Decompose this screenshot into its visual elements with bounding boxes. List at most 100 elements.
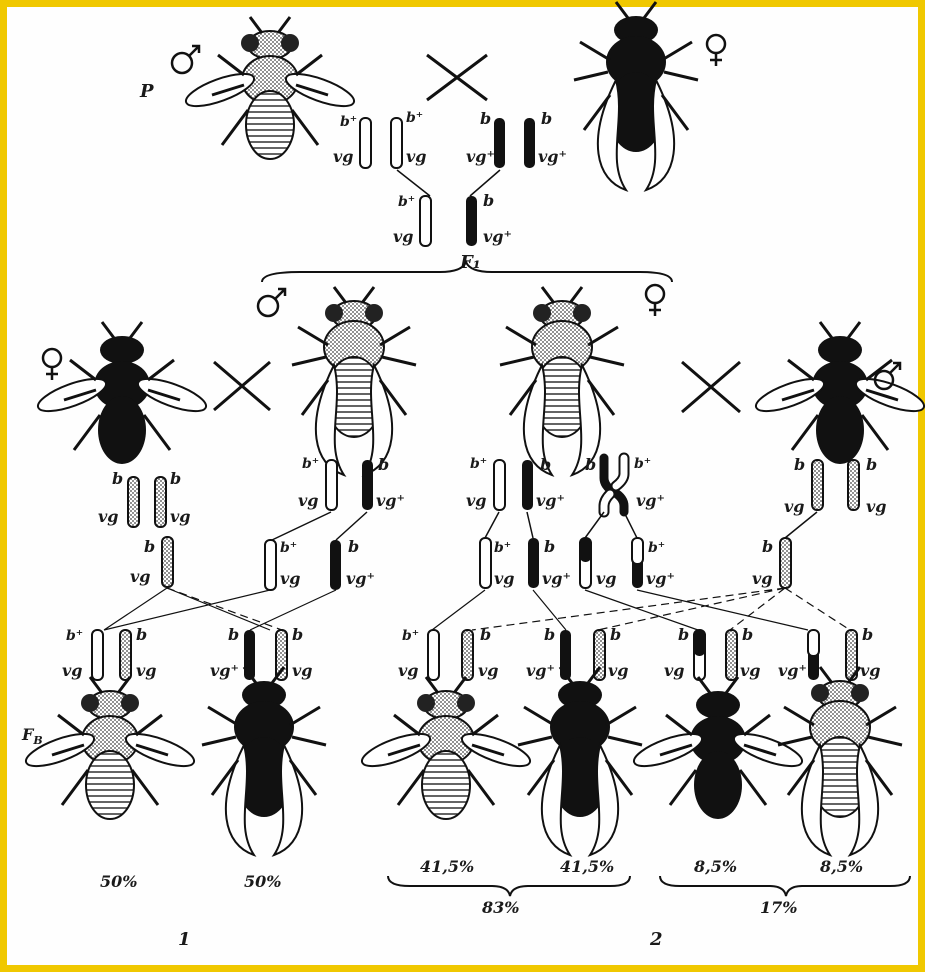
allele-b-plus-fe4: b⁺ [634, 456, 651, 472]
percent-sum-recombinant: 17% [760, 898, 797, 917]
chromosome-pair-testcross-male [812, 460, 859, 510]
fly-icon-fb-1 [22, 677, 197, 819]
allele-b-tm1: b [794, 455, 805, 474]
percent-cross2-a: 41,5% [420, 857, 474, 876]
allele-vg-o1b: vg [136, 661, 156, 680]
allele-b-plus-p1: b⁺ [340, 114, 357, 130]
allele-vg-fg1: vg [494, 569, 514, 588]
allele-vg-plus-mg2: vg⁺ [346, 569, 375, 588]
allele-vg-plus-p4: vg⁺ [538, 147, 567, 166]
allele-vg-p2: vg [406, 147, 426, 166]
gamete-lines-left [272, 512, 367, 540]
cross-label-2: 2 [649, 929, 663, 950]
allele-b-o2: b [228, 625, 239, 644]
allele-b-o2b: b [292, 625, 303, 644]
chromosome-pair-f1-male [326, 460, 373, 510]
allele-vg-plus-p3: vg⁺ [466, 147, 495, 166]
allele-vg-o6b: vg [860, 661, 880, 680]
allele-vg-plus-fg4: vg⁺ [646, 569, 675, 588]
percent-cross2-c: 8,5% [693, 857, 737, 876]
cross-icon-left [214, 362, 270, 410]
female-symbol-f1 [646, 285, 664, 316]
allele-vg-tg: vg [752, 569, 772, 588]
allele-b-tg: b [762, 537, 773, 556]
allele-vg-mg1: vg [280, 569, 300, 588]
fly-icon-fb-3 [358, 677, 533, 819]
allele-vg-plus-m2: vg⁺ [376, 491, 405, 510]
allele-vg-p1: vg [333, 147, 353, 166]
brace-parental [388, 876, 630, 896]
chromosome-pair-o1 [92, 630, 131, 680]
allele-b-fe3: b [585, 455, 596, 474]
brace-recombinant [660, 876, 910, 896]
chromosome-crossover-f1-female [604, 458, 624, 512]
allele-vg-o1: vg [62, 661, 82, 680]
fertilization-lines-right [432, 590, 808, 630]
chromosome-pair-f1-male-gametes [265, 540, 341, 590]
allele-b-plus-o3: b⁺ [402, 628, 419, 644]
allele-vg-o5: vg [664, 661, 684, 680]
allele-b-fe2: b [540, 455, 551, 474]
allele-b-o3b: b [480, 625, 491, 644]
allele-vg-tm1: vg [784, 497, 804, 516]
fly-icon-fb-4 [518, 667, 642, 855]
chromosome-pair-o6 [808, 630, 857, 680]
fly-icon-f1-female [500, 287, 624, 475]
chromosome-pair-o4 [560, 630, 605, 680]
gamete-lines-right [485, 512, 817, 538]
fly-icon-p-female [574, 2, 698, 190]
allele-vg-plus-fg2: vg⁺ [542, 569, 571, 588]
allele-vg-o4b: vg [608, 661, 628, 680]
allele-vg-o3: vg [398, 661, 418, 680]
percent-sum-parental: 83% [481, 898, 519, 917]
gen-label-fb: FB [21, 725, 43, 747]
male-symbol-f1 [258, 289, 285, 316]
allele-vg-o2b: vg [292, 661, 312, 680]
chromosome-pair-o5 [694, 630, 737, 680]
allele-b-o4b: b [610, 625, 621, 644]
chromosome-pair-left-parent [128, 477, 166, 527]
allele-vg-plus-fe4: vg⁺ [636, 491, 665, 510]
allele-vg-plus-fe2: vg⁺ [536, 491, 565, 510]
allele-vg-o3b: vg [478, 661, 498, 680]
allele-b-plus-mg1: b⁺ [280, 540, 297, 556]
fly-icon-testcross-2 [752, 322, 925, 464]
chromosome-pair-o3 [428, 630, 473, 680]
allele-vg-o5b: vg [740, 661, 760, 680]
percent-cross1-a: 50% [100, 872, 137, 891]
allele-b-m2: b [378, 455, 389, 474]
allele-vg-plus-f1: vg⁺ [483, 227, 512, 246]
allele-b-plus-o1: b⁺ [66, 628, 83, 644]
allele-b-plus-fe1: b⁺ [470, 456, 487, 472]
allele-b-fg2: b [544, 537, 555, 556]
percent-cross2-d: 8,5% [819, 857, 863, 876]
chromosome-pair-p-female [494, 118, 535, 168]
allele-b-plus-fg4: b⁺ [648, 540, 665, 556]
allele-b-plus-fg1: b⁺ [494, 540, 511, 556]
cross-icon-p [427, 55, 487, 100]
allele-b-o1b: b [136, 625, 147, 644]
allele-vg-lp2: vg [170, 507, 190, 526]
percent-cross2-b: 41,5% [560, 857, 614, 876]
allele-b-f1: b [483, 191, 494, 210]
male-symbol-p [172, 46, 199, 73]
chromosome-left-gamete [162, 537, 173, 587]
chromosome-pair-f1 [420, 196, 477, 246]
cross-icon-right [682, 362, 740, 412]
allele-b-plus-p2: b⁺ [406, 110, 423, 126]
allele-vg-m1: vg [298, 491, 318, 510]
fly-icon-f1-male [292, 287, 416, 475]
allele-b-lp1: b [112, 469, 123, 488]
allele-b-o5b: b [742, 625, 753, 644]
chromosome-pair-p-male [360, 118, 402, 168]
fertilization-dashed-right [472, 588, 850, 630]
allele-b-lg: b [144, 537, 155, 556]
chromosome-testcross-male-gamete [780, 538, 791, 588]
fertilization-dashed-left [167, 588, 282, 630]
allele-vg-tm2: vg [866, 497, 886, 516]
allele-b-plus-f1: b⁺ [398, 194, 415, 210]
fly-icon-p-male [182, 17, 357, 159]
allele-b-p3: b [480, 109, 491, 128]
cross-label-1: 1 [178, 929, 191, 950]
